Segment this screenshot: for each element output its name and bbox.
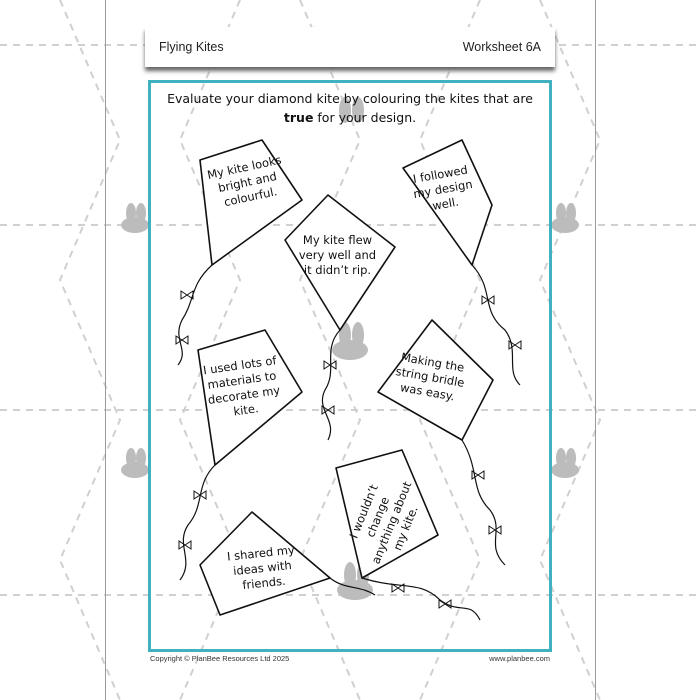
tail-bows — [175, 290, 522, 609]
copyright: Copyright © PlanBee Resources Ltd 2025 — [150, 654, 290, 663]
kite-shape-6 — [335, 449, 439, 579]
kite-shape-4 — [197, 329, 303, 466]
instructions-bold: true — [283, 110, 314, 125]
kite-shape-5 — [377, 319, 494, 441]
bee-watermarks — [121, 97, 579, 600]
instructions-line1: Evaluate your diamond kite by colouring … — [167, 91, 533, 106]
instructions-rest: for your design. — [313, 110, 417, 125]
kite-tails — [177, 264, 521, 621]
page-edge-left — [105, 0, 106, 700]
content-frame — [148, 80, 552, 652]
kite-3[interactable]: My kite flew very well and it didn’t rip… — [298, 233, 377, 277]
instructions: Evaluate your diamond kite by colouring … — [150, 89, 550, 127]
worksheet-number: Worksheet 6A — [462, 40, 541, 54]
kite-shape-1 — [199, 139, 303, 266]
kite-shape-2 — [402, 139, 493, 266]
kite-4[interactable]: I used lots of materials to decorate my … — [202, 353, 281, 419]
website-link[interactable]: www.planbee.com — [489, 654, 550, 663]
worksheet-header: Flying Kites Worksheet 6A — [145, 27, 555, 67]
instructions-line2: true for your design. — [150, 108, 550, 127]
worksheet-title: Flying Kites — [159, 40, 224, 54]
page-edge-right — [595, 0, 596, 700]
